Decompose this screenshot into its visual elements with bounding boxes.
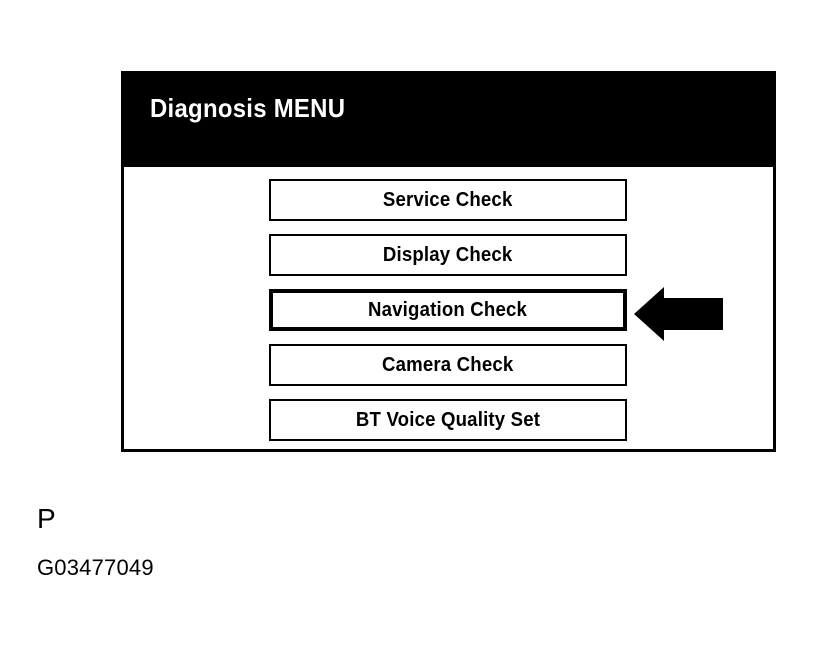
menu-item-service-check[interactable]: Service Check [269,179,627,221]
menu-item-label: BT Voice Quality Set [355,409,541,431]
menu-item-navigation-check[interactable]: Navigation Check [269,289,627,331]
screen-title: Diagnosis MENU [150,93,346,123]
menu-item-label: Service Check [383,189,513,211]
menu-item-label: Display Check [383,244,513,266]
arrow-left-icon [634,287,723,341]
figure-code: G03477049 [37,555,154,580]
menu-item-label: Navigation Check [368,299,528,321]
menu-item-bt-voice-quality-set[interactable]: BT Voice Quality Set [269,399,627,441]
menu-item-camera-check[interactable]: Camera Check [269,344,627,386]
menu-item-display-check[interactable]: Display Check [269,234,627,276]
diagnosis-menu-screen: Diagnosis MENU Service Check Display Che… [121,71,776,452]
screen-header-bar: Diagnosis MENU [124,74,773,167]
menu-item-label: Camera Check [382,354,514,376]
caption-label: P [37,503,56,534]
